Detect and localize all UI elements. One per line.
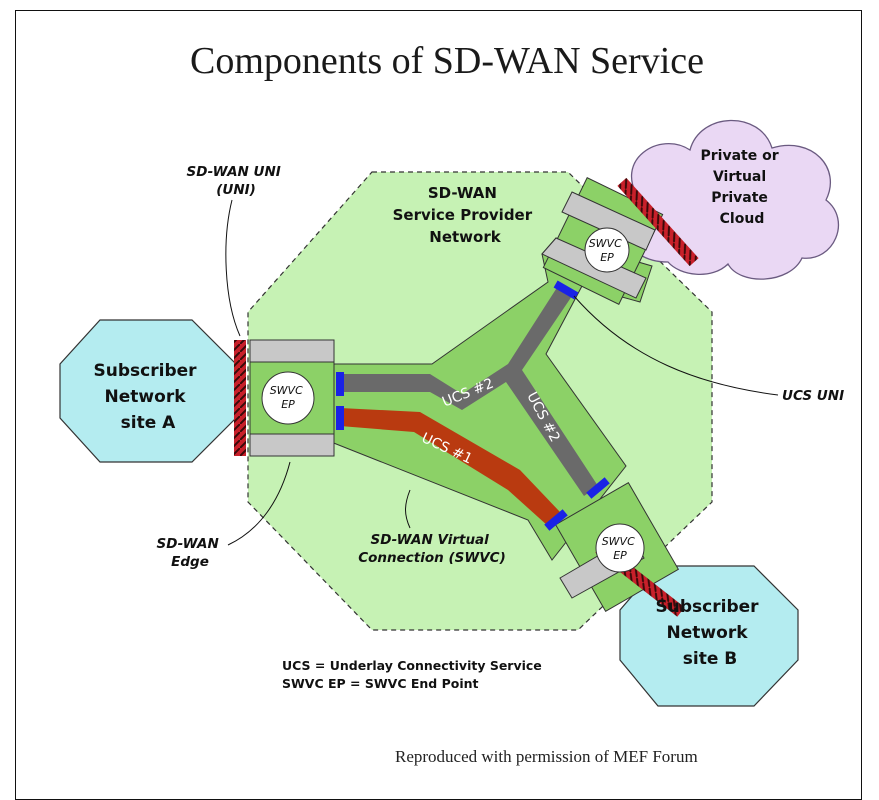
swvc-callout: SD-WAN Virtual Connection (SWVC) (358, 532, 506, 566)
diagram-title: Components of SD-WAN Service (190, 40, 704, 82)
site-a-label: Subscriber Network site A (94, 361, 203, 433)
ucs-2-path (340, 286, 598, 496)
sd-wan-edge-cloud-top (561, 191, 656, 251)
site-b-label: Subscriber Network site B (656, 597, 765, 669)
ucs-uni-marker-cloud (553, 280, 579, 300)
ucs-1-path (340, 408, 560, 526)
sd-wan-uni-callout: SD-WAN UNI (UNI) (186, 164, 285, 198)
ucs-uni-callout: UCS UNI (782, 388, 844, 404)
edge-leader-line (227, 461, 291, 546)
swvc-ep-circle-b (595, 523, 645, 573)
swvc-leader-line (405, 489, 411, 529)
cloud-label: Private or Virtual Private Cloud (701, 148, 784, 227)
ucs-uni-leader-line (573, 295, 779, 396)
swvc-ep-label-a: SWVC EP (270, 384, 307, 411)
permission-credit: Reproduced with permission of MEF Forum (395, 747, 698, 766)
ucs-uni-marker-a-top (336, 372, 344, 396)
provider-network-label: SD-WAN Service Provider Network (393, 184, 538, 246)
legend: UCS = Underlay Connectivity Service SWVC… (282, 658, 546, 691)
swvc-ep-label-b: SWVC EP (602, 535, 639, 562)
uni-bar-cloud (617, 177, 699, 267)
ucs-uni-marker-b-top (586, 477, 610, 499)
swvc-ep-circle-cloud (584, 227, 630, 273)
sd-wan-edge-a-bottom (249, 433, 335, 457)
sd-wan-edge-a-top (249, 339, 335, 363)
sd-wan-edge-callout: SD-WAN Edge (156, 536, 223, 570)
swvc-ep-circle-a (261, 371, 315, 425)
uni-leader-line (225, 199, 241, 337)
uni-bar-site-a (234, 340, 246, 456)
ucs-uni-marker-b-bottom (544, 509, 568, 531)
swvc-ep-label-cloud: SWVC EP (589, 237, 626, 264)
subscriber-site-a (59, 319, 237, 463)
ucs-uni-marker-a-bottom (336, 406, 344, 430)
